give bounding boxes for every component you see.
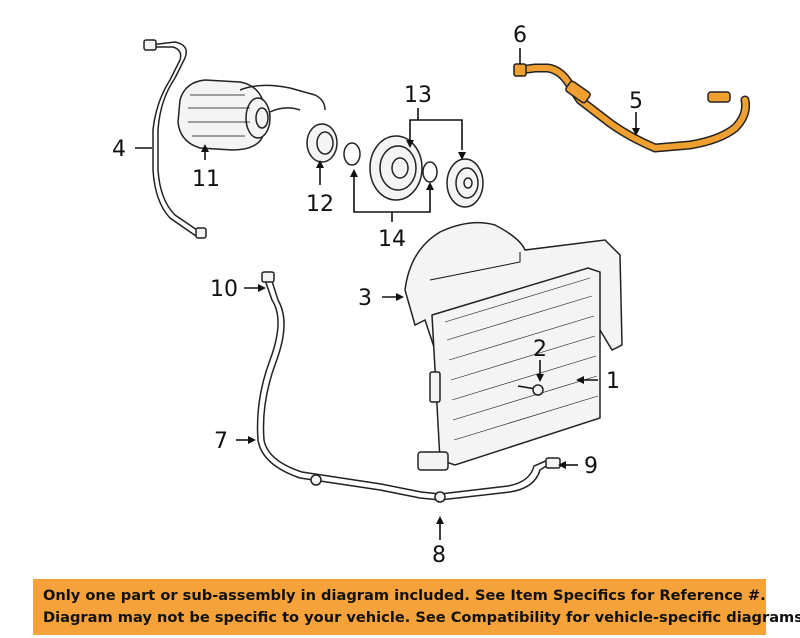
callout-7: 7 [214,429,228,454]
callout-14: 14 [378,227,406,252]
callout-10: 10 [210,277,238,302]
callout-13: 13 [404,83,432,108]
callout-1: 1 [606,369,620,394]
leader-lines [135,48,640,540]
discharge-hose-part-5-highlighted [513,63,750,153]
callout-6: 6 [513,23,527,48]
ac-parts-diagram: 1 2 3 4 5 6 7 8 9 10 11 12 13 14 [112,23,750,568]
suction-hose-part-4 [143,39,207,239]
compressor-part-11 [177,79,326,151]
callout-4: 4 [112,137,126,162]
liquid-line-parts-7-8-9-10 [256,271,561,503]
callout-12: 12 [306,192,334,217]
callout-5: 5 [629,89,643,114]
clutch-hub-part-13 [446,158,484,208]
disclaimer-banner: Only one part or sub-assembly in diagram… [33,579,800,635]
clutch-assembly-part-14 [343,135,438,201]
disclaimer-line-2: Diagram may not be specific to your vehi… [43,609,800,626]
callout-9: 9 [584,454,598,479]
callout-8: 8 [432,543,446,568]
condenser-part-1 [417,267,601,471]
bolt-part-2 [517,384,544,396]
pulley-part-12 [306,123,338,163]
disclaimer-line-1: Only one part or sub-assembly in diagram… [43,587,766,604]
callout-3: 3 [358,286,372,311]
callout-2: 2 [533,337,547,362]
callout-11: 11 [192,167,220,192]
